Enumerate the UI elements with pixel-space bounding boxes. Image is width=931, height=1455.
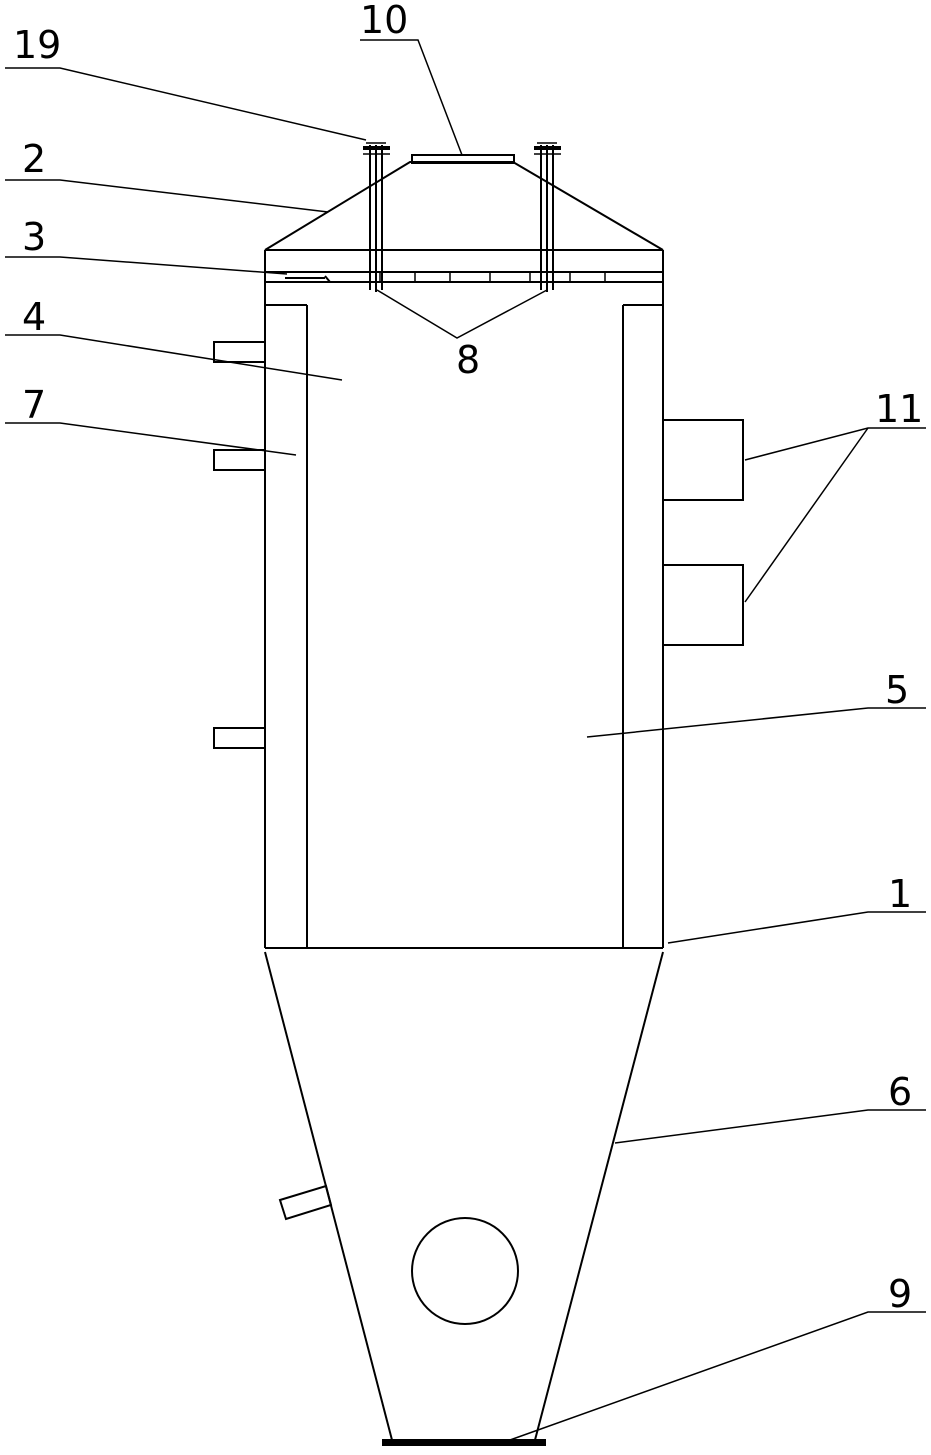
- labels: 19 10 2 3 4 7 8 11 5 1 6 9: [13, 0, 923, 1316]
- label-6: 6: [888, 1070, 912, 1114]
- right-outlets: [662, 419, 744, 646]
- label-5: 5: [885, 668, 909, 712]
- bottom-flange: [382, 1439, 546, 1446]
- right-pipe: [534, 142, 561, 292]
- label-7: 7: [22, 383, 46, 427]
- left-pipe: [363, 142, 390, 292]
- manhole: [411, 1217, 519, 1325]
- inner-walls: [265, 304, 663, 948]
- top-cover: [264, 161, 664, 251]
- leader-lines: [5, 39, 926, 1441]
- cone-stub: [278, 1184, 333, 1221]
- label-19: 19: [13, 23, 61, 67]
- label-4: 4: [22, 295, 46, 339]
- label-1: 1: [888, 872, 912, 916]
- top-outlet-flange: [411, 154, 515, 164]
- label-11: 11: [875, 387, 923, 431]
- label-3: 3: [22, 215, 46, 259]
- label-9: 9: [888, 1272, 912, 1316]
- label-8: 8: [456, 338, 480, 382]
- lower-cone: [264, 951, 664, 1441]
- label-10: 10: [360, 0, 408, 42]
- distribution-plate: [265, 271, 663, 283]
- label-2: 2: [22, 137, 46, 181]
- left-inlets: [213, 341, 266, 749]
